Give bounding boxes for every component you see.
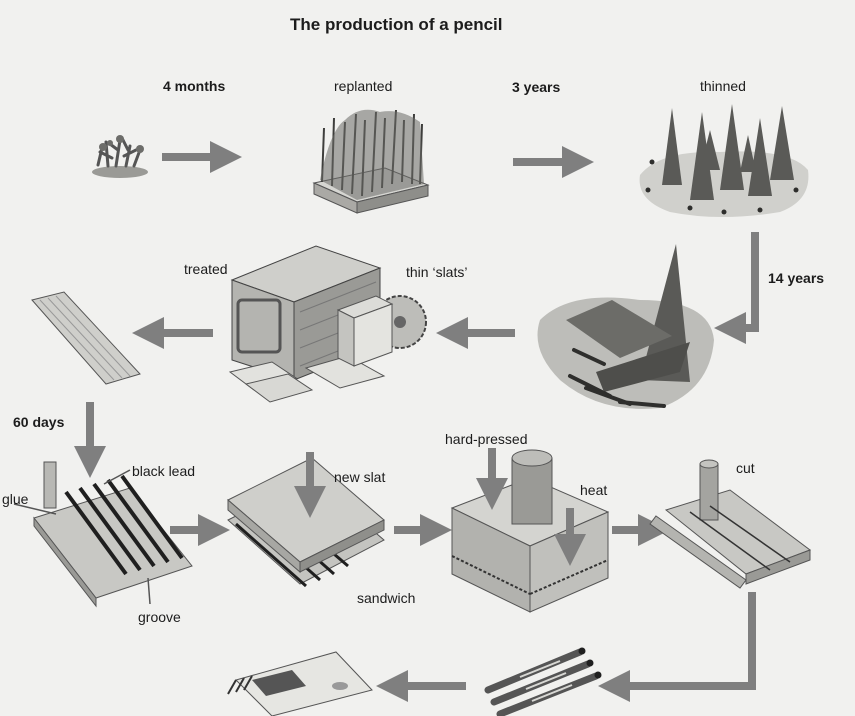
replanted-forest-icon	[312, 109, 430, 214]
label-hard-pressed: hard-pressed	[445, 431, 528, 447]
label-heat: heat	[580, 482, 608, 498]
wood-slat-icon	[31, 291, 141, 385]
new-slat-icon	[227, 452, 385, 588]
label-thin-slats: thin ‘slats’	[406, 264, 468, 280]
label-treated: treated	[184, 261, 228, 277]
arrow-thinned-to-felled	[714, 232, 759, 344]
pencil-box-icon	[227, 651, 373, 716]
label-glue: glue	[2, 491, 29, 507]
pencils-icon	[484, 647, 602, 716]
cutting-blade-icon	[649, 459, 812, 589]
label-sixty-days: 60 days	[13, 414, 65, 430]
label-black-lead: black lead	[132, 463, 196, 479]
felled-logs-icon	[537, 244, 714, 409]
arrow-cut-to-pencils	[598, 592, 756, 702]
label-sandwich: sandwich	[357, 590, 416, 606]
leaded-slat-icon	[13, 461, 193, 608]
label-thinned: thinned	[700, 78, 746, 94]
diagram-title: The production of a pencil	[290, 15, 503, 34]
label-four-months: 4 months	[163, 78, 226, 94]
saw-blade-icon	[336, 295, 427, 367]
label-three-years: 3 years	[512, 79, 561, 95]
label-replanted: replanted	[334, 78, 393, 94]
label-new-slat: new slat	[334, 469, 386, 485]
label-groove: groove	[138, 609, 181, 625]
thinned-trees-icon	[639, 104, 809, 217]
label-cut: cut	[736, 460, 755, 476]
hydraulic-press-icon	[450, 448, 610, 613]
label-fourteen-years: 14 years	[768, 270, 825, 286]
seedling-icon	[92, 135, 148, 178]
